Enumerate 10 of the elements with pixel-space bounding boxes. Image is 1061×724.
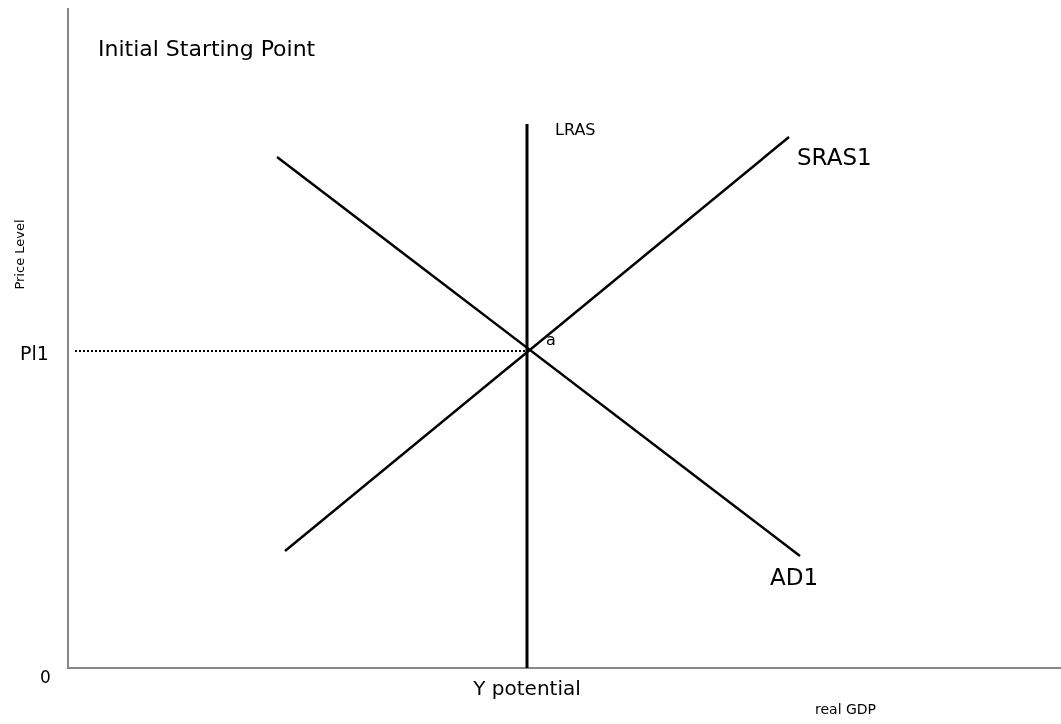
point-label: a: [546, 332, 556, 348]
curve-label: LRAS: [555, 122, 596, 138]
curve-label: SRAS1: [797, 146, 872, 169]
curve-label: AD1: [770, 566, 819, 589]
axis-title: real GDP: [815, 702, 877, 716]
tick-label: Y potential: [473, 678, 581, 698]
tick-label: 0: [40, 669, 51, 686]
tick-label: Pl1: [20, 344, 49, 363]
chart-title: Initial Starting Point: [98, 38, 316, 60]
axis-title: Price Level: [12, 219, 26, 290]
